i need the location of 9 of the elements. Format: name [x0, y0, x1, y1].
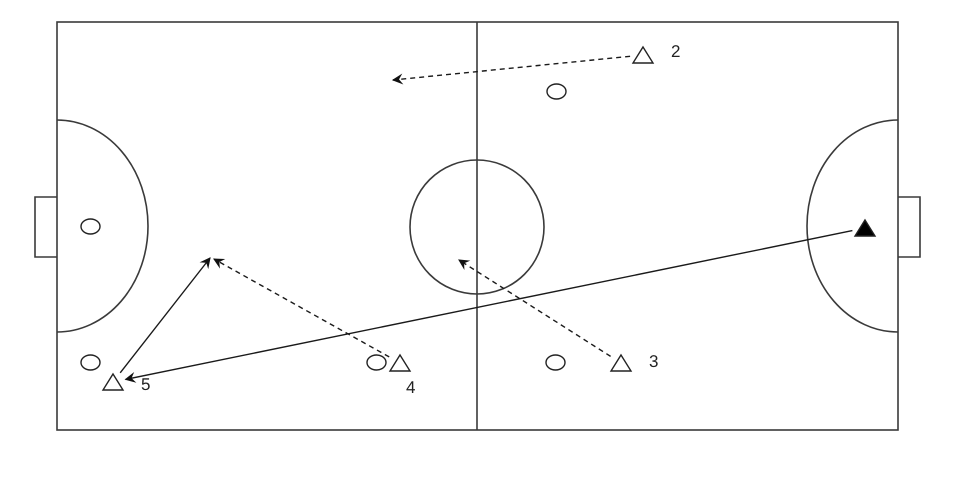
player-number: 2	[671, 43, 680, 61]
player-number: 5	[141, 376, 150, 394]
dashed-arrow	[392, 56, 630, 84]
player-number: 3	[649, 353, 658, 371]
arrow	[124, 230, 853, 383]
dashed-arrow	[458, 259, 611, 357]
player-number: 4	[406, 379, 416, 397]
dashed-arrow	[213, 258, 390, 358]
arrow	[120, 257, 211, 374]
